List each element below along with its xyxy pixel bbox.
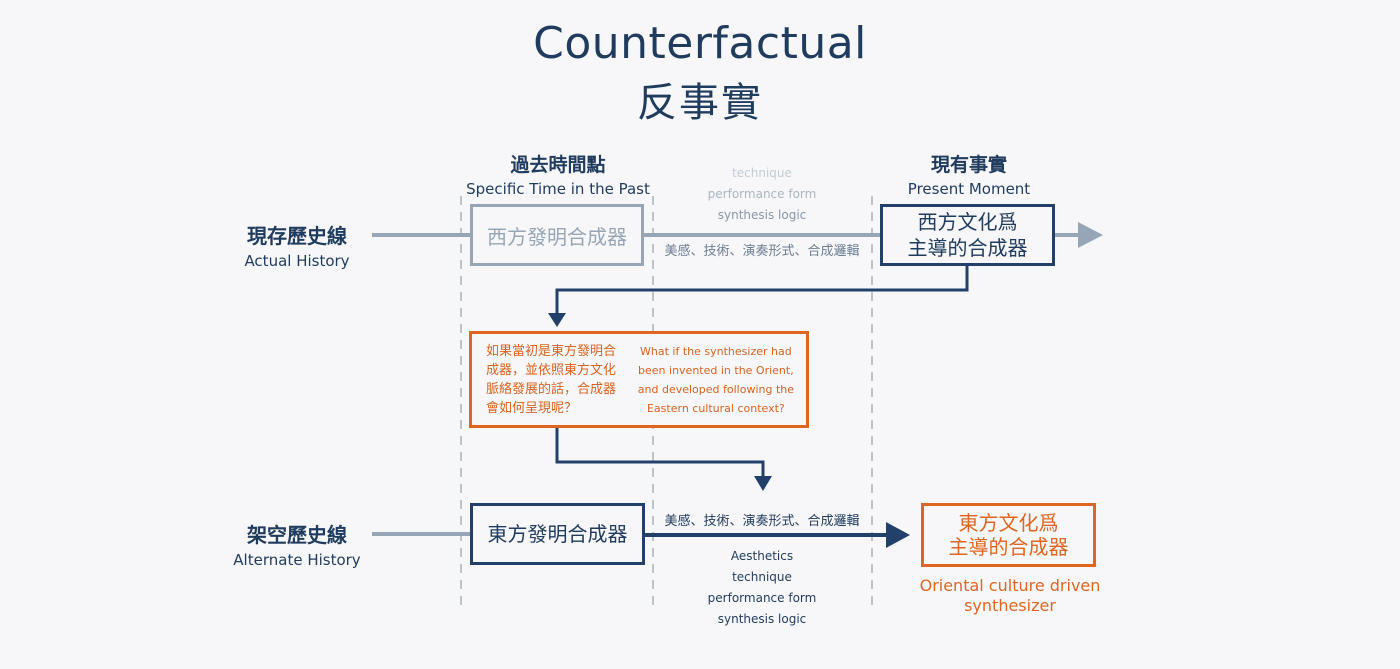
west-present-line2: 主導的合成器 <box>907 236 1028 260</box>
east-invention-box: 東方發明合成器 <box>470 503 645 565</box>
west-present-line1: 西方文化爲 <box>917 210 1018 234</box>
row-label-alternate: 架空歷史線 Alternate History <box>222 519 372 569</box>
alternate-arrowhead <box>886 522 910 548</box>
alternate-edge-label-en: Aesthetics technique performance form sy… <box>686 546 838 630</box>
alternate-edge-en-2: technique <box>732 570 792 584</box>
question-en-line-3: and developed following the <box>637 382 794 396</box>
column-header-present: 現有事實 Present Moment <box>870 150 1068 198</box>
row-actual-zh: 現存歷史線 <box>247 224 347 248</box>
column-header-past: 過去時間點 Specific Time in the Past <box>440 150 676 198</box>
west-invention-label: 西方發明合成器 <box>487 224 627 249</box>
column-present-zh: 現有事實 <box>930 154 1007 176</box>
question-en: What if the synthesizer had been invente… <box>638 342 794 418</box>
question-en-line-1: What if the synthesizer had <box>640 344 792 358</box>
counterfactual-question-box: 如果當初是東方發明合 成器，並依照東方文化 脈絡發展的話，合成器 會如何呈現呢？… <box>469 331 809 428</box>
question-en-line-2: been invented in the Orient, <box>638 363 794 377</box>
column-past-en: Specific Time in the Past <box>466 180 650 198</box>
question-arrowhead <box>548 313 566 327</box>
row-alternate-en: Alternate History <box>233 551 361 569</box>
alternate-edge-label-zh: 美感、技術、演奏形式、合成邏輯 <box>664 514 860 529</box>
row-label-actual: 現存歷史線 Actual History <box>222 220 372 270</box>
actual-arrowhead <box>1078 222 1103 248</box>
column-present-en: Present Moment <box>907 180 1031 198</box>
actual-edge-label-zh: 美感、技術、演奏形式、合成邏輯 <box>664 244 860 259</box>
alternate-edge-en-4: synthesis logic <box>717 612 807 626</box>
alternate-drop-arrowhead <box>754 476 772 491</box>
west-present-box: 西方文化爲 主導的合成器 <box>880 204 1055 266</box>
question-zh-line-2: 成器，並依照東方文化 <box>486 362 617 378</box>
actual-edge-en-2: performance form <box>707 187 817 201</box>
west-invention-box: 西方發明合成器 <box>470 204 644 266</box>
column-past-zh: 過去時間點 <box>510 154 606 176</box>
east-result-line1: 東方文化爲 <box>958 511 1059 535</box>
present-to-question-connector <box>555 266 969 316</box>
row-actual-en: Actual History <box>244 252 350 270</box>
title-english: Counterfactual <box>533 18 867 69</box>
actual-edge-label-en: technique performance form synthesis log… <box>686 163 838 226</box>
alternate-edge-en-1: Aesthetics <box>730 549 794 563</box>
east-result-box: 東方文化爲 主導的合成器 <box>921 503 1096 567</box>
east-result-en-line2: synthesizer <box>964 596 1056 615</box>
east-result-line2: 主導的合成器 <box>948 535 1069 559</box>
east-invention-label: 東方發明合成器 <box>487 522 628 546</box>
actual-edge-en-1: technique <box>732 166 792 180</box>
alternate-edge-en-3: performance form <box>707 591 817 605</box>
row-alternate-zh: 架空歷史線 <box>247 523 347 547</box>
actual-edge-en-3: synthesis logic <box>717 208 807 222</box>
question-en-line-4: Eastern cultural context? <box>646 401 785 415</box>
question-zh-line-4: 會如何呈現呢？ <box>486 400 578 416</box>
title-chinese: 反事實 <box>637 80 763 126</box>
question-zh: 如果當初是東方發明合 成器，並依照東方文化 脈絡發展的話，合成器 會如何呈現呢？ <box>486 342 616 418</box>
question-to-alternate-connector <box>555 428 765 478</box>
east-result-caption: Oriental culture driven synthesizer <box>900 576 1120 616</box>
question-zh-line-3: 脈絡發展的話，合成器 <box>486 381 617 397</box>
question-zh-line-1: 如果當初是東方發明合 <box>486 343 617 359</box>
east-result-en-line1: Oriental culture driven <box>919 576 1101 595</box>
